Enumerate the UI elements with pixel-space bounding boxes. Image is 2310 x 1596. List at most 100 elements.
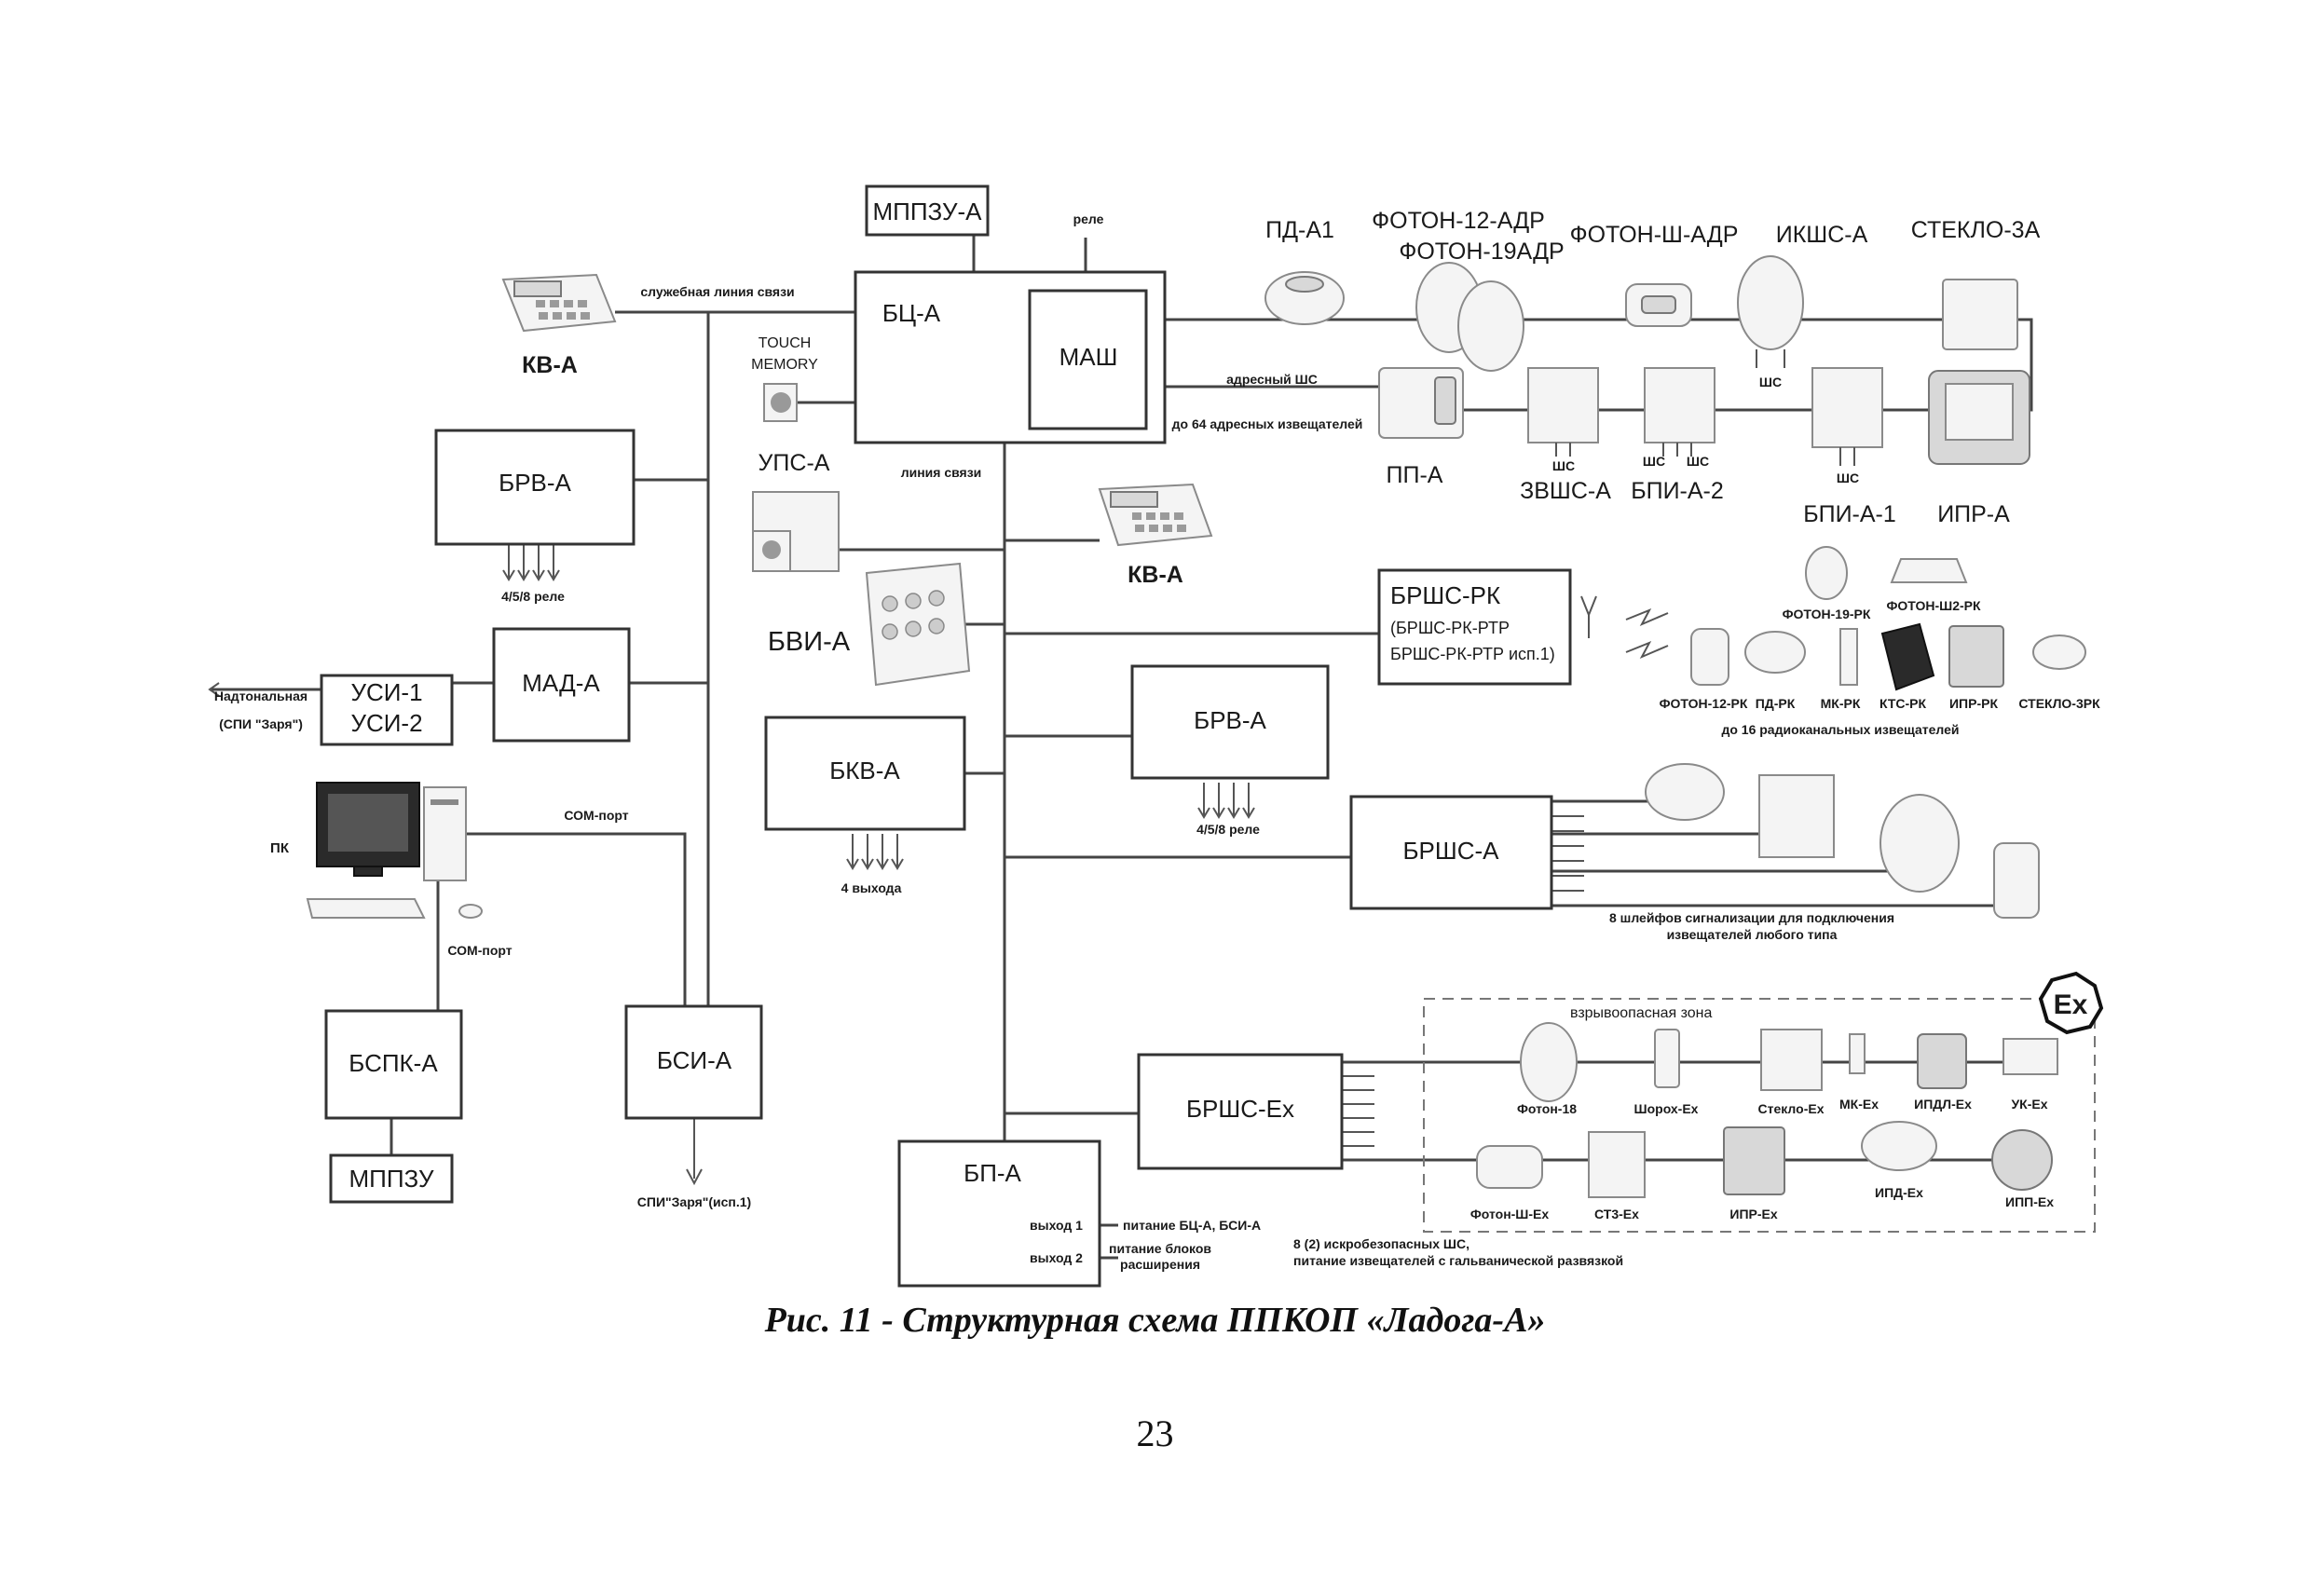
- bpi-a1-label: БПИ-А-1: [1803, 501, 1896, 527]
- box-bsi-a-label: БСИ-А: [657, 1046, 732, 1074]
- spi-zarya-isp-label: СПИ"Заря"(исп.1): [637, 1194, 751, 1209]
- ipdl-ex-label: ИПДЛ-Ex: [1914, 1097, 1972, 1112]
- steklo-3a-detector-icon: [1942, 279, 2018, 350]
- ex-mark: Ex: [2038, 971, 2104, 1035]
- loops8-label-2: извещателей любого типа: [1667, 927, 1838, 942]
- mk-rk-icon: [1839, 628, 1858, 686]
- power-bc-bsi-label: питание БЦ-А, БСИ-А: [1123, 1218, 1261, 1233]
- kts-rk-label: КТС-РК: [1879, 696, 1927, 711]
- mk-rk-label: МК-РК: [1821, 696, 1861, 711]
- box-usi[interactable]: УСИ-1 УСИ-2: [320, 674, 454, 746]
- box-brshs-rk-sub2: БРШС-РК-РТР исп.1): [1390, 645, 1555, 663]
- addr-64-label: до 64 адресных извещателей: [1172, 416, 1363, 431]
- uk-ex-label: УК-Ex: [2011, 1097, 2047, 1112]
- box-brv-a-1[interactable]: БРВ-А: [434, 429, 636, 546]
- box-brshs-ex-label: БРШС-Ex: [1186, 1095, 1294, 1123]
- pd-rk-icon: [1744, 631, 1806, 674]
- motion-detector-icon: [1879, 794, 1960, 893]
- box-brv-a-1-label: БРВ-А: [499, 469, 571, 497]
- touch-label-2: MEMORY: [751, 357, 818, 373]
- steklo-ex-label: Стекло-Ex: [1758, 1101, 1825, 1116]
- box-bspk-a[interactable]: БСПК-А: [324, 1009, 463, 1120]
- spi-zarya-label: (СПИ "Заря"): [219, 716, 303, 731]
- radio-detectors: [1690, 546, 2086, 691]
- box-brv-a-2[interactable]: БРВ-А: [1130, 664, 1330, 780]
- ipdl-ex-icon: [1917, 1033, 1967, 1089]
- rele-label: реле: [1073, 211, 1104, 226]
- loops8-label-1: 8 шлейфов сигнализации для подключения: [1609, 910, 1894, 925]
- foton-sh-adr-detector-icon: [1625, 283, 1692, 327]
- shs-bpi2b-label: ШС: [1687, 454, 1709, 469]
- bp-a-out1-label: выход 1: [1030, 1218, 1083, 1233]
- ipr-rk-label: ИПР-РК: [1949, 696, 1998, 711]
- pp-a-label: ПП-А: [1387, 462, 1443, 488]
- steklo-ex-icon: [1760, 1029, 1823, 1091]
- box-mppzu-a[interactable]: МППЗУ-А: [865, 184, 990, 237]
- service-line-label: служебная линия связи: [640, 284, 794, 299]
- figure-caption: Рис. 11 - Структурная схема ППКОП «Ладог…: [764, 1301, 1546, 1340]
- pc-label: ПК: [270, 840, 290, 856]
- ipr-ex-label: ИПР-Ex: [1729, 1207, 1777, 1221]
- ex-zone-border: [1423, 998, 2096, 1233]
- foton18-label: Фотон-18: [1517, 1101, 1577, 1116]
- box-mash-label: МАШ: [1059, 343, 1118, 371]
- zvshs-a-module-icon: [1527, 367, 1599, 457]
- comm-line-label: линия связи: [901, 465, 982, 480]
- pd-a1-detector-icon: [1264, 271, 1345, 325]
- bp-a-out2-label: выход 2: [1030, 1250, 1083, 1265]
- ex-detectors: [1476, 1022, 2058, 1198]
- box-mppzu-a-label: МППЗУ-А: [873, 198, 983, 225]
- box-mad-a-label: МАД-А: [522, 669, 600, 697]
- box-mppzu[interactable]: МППЗУ: [329, 1153, 454, 1204]
- foton-sh-ex-icon: [1476, 1145, 1543, 1189]
- ex-zone-label: взрывоопасная зона: [1570, 1005, 1712, 1021]
- foton12-rk-label: ФОТОН-12-РК: [1660, 696, 1748, 711]
- box-bkv-a-label: БКВ-А: [829, 757, 900, 784]
- box-brshs-a[interactable]: БРШС-А: [1349, 795, 1553, 910]
- ipr-a-callpoint-icon: [1928, 370, 2030, 465]
- kv-a-mid-keypad-icon: [1098, 483, 1213, 547]
- kv-a-mid-label: КВ-А: [1128, 562, 1183, 588]
- foton-sh-label: ФОТОН-Ш-АДР: [1570, 222, 1739, 248]
- box-bc-a-label: БЦ-А: [882, 299, 941, 327]
- relay-458-label-2: 4/5/8 реле: [1196, 822, 1260, 837]
- foton-sh-ex-label: Фотон-Ш-Ex: [1470, 1207, 1550, 1221]
- ipp-ex-icon: [1991, 1129, 2053, 1191]
- box-bkv-a[interactable]: БКВ-А: [764, 716, 966, 831]
- box-brshs-rk[interactable]: БРШС-РК (БРШС-РК-РТР БРШС-РК-РТР исп.1): [1377, 568, 1572, 686]
- power-ext-label-1: питание блоков: [1109, 1241, 1211, 1256]
- pd-rk-label: ПД-РК: [1756, 696, 1796, 711]
- foton-12-adr-detector-icon: [1415, 262, 1524, 372]
- steklo-3rk-label: СТЕКЛО-3РК: [2018, 696, 2100, 711]
- kv-a-top-label: КВ-А: [522, 352, 578, 378]
- radio-16-label: до 16 радиоканальных извещателей: [1721, 722, 1959, 737]
- box-bsi-a[interactable]: БСИ-А: [624, 1004, 763, 1120]
- ipr-ex-icon: [1723, 1126, 1785, 1195]
- bvi-a-icon: [865, 562, 971, 687]
- brshs-a-detectors: [1645, 763, 2040, 919]
- box-mad-a[interactable]: МАД-А: [492, 627, 631, 743]
- mk-ex-label: МК-Ex: [1839, 1097, 1879, 1112]
- touch-memory-key-icon: [771, 392, 791, 413]
- ipd-ex-icon: [1861, 1121, 1937, 1171]
- box-brshs-rk-label: БРШС-РК: [1390, 581, 1500, 609]
- shs-zvshs-label: ШС: [1552, 458, 1575, 473]
- box-bp-a[interactable]: БП-А выход 1 выход 2: [897, 1139, 1101, 1288]
- pir-detector-icon: [1993, 842, 2040, 919]
- kts-rk-icon: [1880, 622, 1935, 691]
- mk-ex-icon: [1849, 1033, 1866, 1074]
- nadtonal-label: Надтональная: [214, 689, 308, 703]
- box-bc-a[interactable]: БЦ-А МАШ: [854, 270, 1167, 444]
- box-mppzu-label: МППЗУ: [349, 1165, 434, 1193]
- bpi-a2-label: БПИ-А-2: [1631, 478, 1724, 504]
- box-brshs-ex[interactable]: БРШС-Ex: [1137, 1053, 1344, 1170]
- ipd-ex-label: ИПД-Ex: [1875, 1185, 1923, 1200]
- com-port-label-2: СОМ-порт: [447, 943, 512, 958]
- shs-bpi2a-label: ШС: [1643, 454, 1665, 469]
- shs-ikshs-label: ШС: [1759, 375, 1782, 389]
- bpi-a-2-module-icon: [1644, 367, 1715, 457]
- out-4-label: 4 выхода: [841, 880, 902, 895]
- box-usi-1-label: УСИ-1: [350, 678, 422, 706]
- touch-label-1: TOUCH: [759, 335, 812, 351]
